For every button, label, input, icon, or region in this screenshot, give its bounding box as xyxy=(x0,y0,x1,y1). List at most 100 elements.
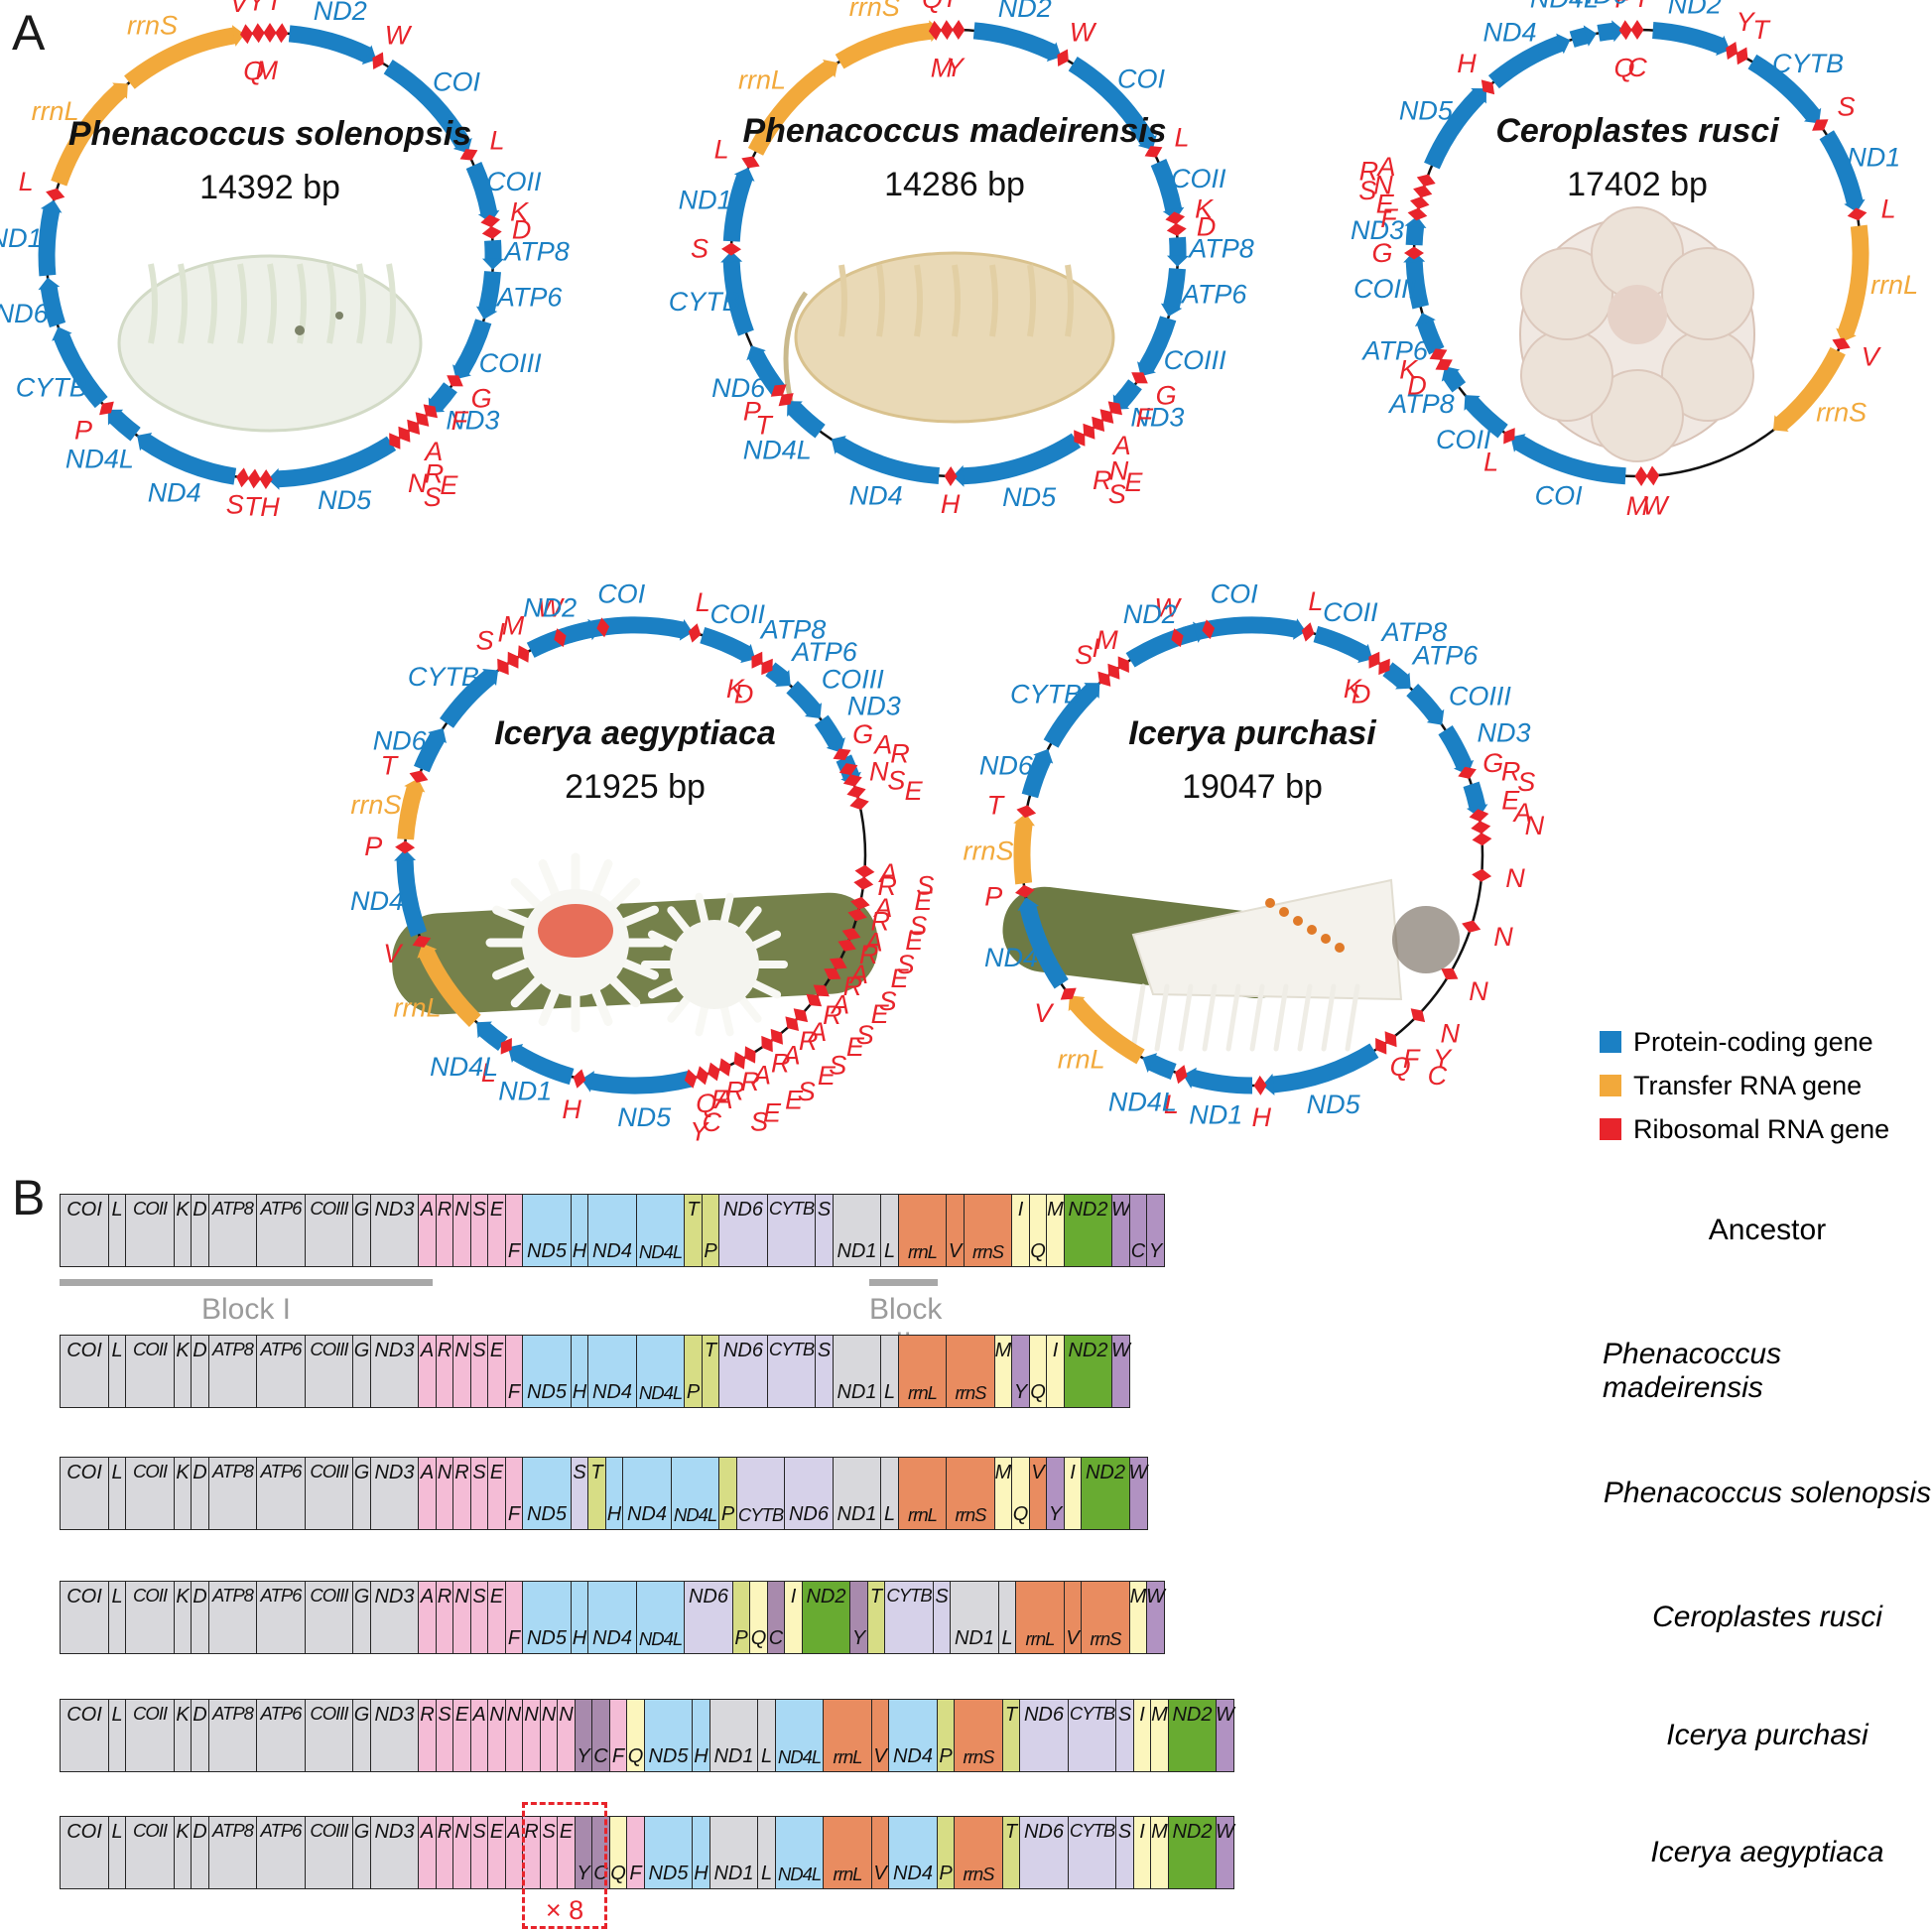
protein-gene-arc xyxy=(1438,724,1473,769)
trna-mark xyxy=(1646,465,1660,486)
genome-map: PIQCND2YTCYTBSND1LrrnLVrrnSWMCOILCOIIATP… xyxy=(1351,0,1918,521)
body-ridge xyxy=(386,263,396,344)
body-ridge xyxy=(148,263,158,344)
gene-cell-label: F xyxy=(507,1503,521,1525)
gene-cell: COII xyxy=(125,1335,175,1408)
gene-label: ND1 xyxy=(1189,1099,1242,1129)
row-species-name: Icerya aegyptiaca xyxy=(1650,1836,1884,1868)
orange-band-dot xyxy=(1335,943,1345,953)
gene-cell-label: ATP6 xyxy=(260,1820,303,1841)
body-ridge xyxy=(1027,264,1036,337)
gene-cell: rrnS xyxy=(954,1699,1003,1772)
protein-gene-arc xyxy=(788,402,826,439)
gene-label: rrnS xyxy=(963,836,1013,865)
gene-label: ND4 xyxy=(148,477,201,507)
arc-arrowhead xyxy=(1556,33,1571,55)
gene-cell-label: ND6 xyxy=(722,1340,763,1361)
rna-gene-arc xyxy=(124,27,236,89)
gene-cell-label: F xyxy=(629,1863,642,1884)
gene-cell-label: F xyxy=(507,1627,521,1649)
protein-gene-arc xyxy=(453,319,492,375)
trna-mark xyxy=(1435,358,1453,371)
gene-cell-label: COIII xyxy=(310,1703,348,1724)
gene-label: S xyxy=(829,1051,846,1081)
trna-mark xyxy=(1429,348,1448,360)
trna-mark xyxy=(1618,20,1632,41)
gene-cell-label: ND2 xyxy=(806,1586,846,1608)
gene-cell: ND4 xyxy=(888,1699,938,1772)
gene-label: K xyxy=(510,197,529,227)
trna-mark xyxy=(1117,656,1129,673)
gene-label: ND3 xyxy=(1351,215,1404,245)
gene-cell: COII xyxy=(125,1194,175,1267)
gene-cell: ND6 xyxy=(718,1194,768,1267)
trna-mark xyxy=(1107,663,1120,680)
trna-mark xyxy=(1175,1065,1188,1085)
gene-label: N xyxy=(1440,1018,1460,1048)
trna-mark xyxy=(398,426,411,443)
trna-mark xyxy=(500,1038,512,1055)
gene-label: R xyxy=(871,906,891,936)
trna-mark xyxy=(1099,409,1114,424)
trna-mark xyxy=(813,984,830,997)
protein-gene-arc xyxy=(1043,684,1098,748)
gene-cell-label: L xyxy=(883,1381,896,1403)
gene-cell-label: D xyxy=(193,1462,207,1483)
gene-cell-label: COI xyxy=(66,1462,102,1483)
gene-cell-label: D xyxy=(193,1586,207,1608)
gene-cell-label: ND6 xyxy=(788,1503,829,1525)
arc-arrowhead xyxy=(720,251,743,263)
gene-cell: ND3 xyxy=(369,1457,420,1530)
gene-cell: ND5 xyxy=(522,1194,572,1267)
gene-cell-label: K xyxy=(176,1462,190,1483)
gene-cell: N xyxy=(452,1194,471,1267)
protein-gene-arc xyxy=(478,1023,508,1051)
gene-cell: ATP6 xyxy=(256,1335,306,1408)
gene-cell-label: W xyxy=(1146,1586,1165,1608)
gene-label: CYTB xyxy=(669,287,740,317)
protein-gene-arc xyxy=(1487,35,1564,89)
gene-cell-label: rrnS xyxy=(963,1745,995,1767)
gene-cell-label: COIII xyxy=(310,1339,348,1359)
trna-mark xyxy=(1202,619,1216,640)
protein-gene-arc xyxy=(288,25,371,64)
gene-cell-label: ND2 xyxy=(1172,1704,1213,1726)
gene-cell-label: ATP6 xyxy=(260,1461,303,1481)
gene-label: ND6 xyxy=(711,373,766,403)
protein-gene-arc xyxy=(440,670,495,728)
gene-cell-label: ND2 xyxy=(1085,1462,1125,1483)
protein-gene-arc xyxy=(109,411,141,442)
gene-cell: ND4 xyxy=(888,1816,938,1889)
gene-cell-label: COIII xyxy=(310,1198,348,1219)
gene-cell-label: C xyxy=(768,1627,784,1649)
gene-label: T xyxy=(987,791,1006,821)
trna-mark xyxy=(1253,1075,1267,1095)
gene-label: ND3 xyxy=(1130,403,1184,433)
gene-cell: K xyxy=(173,1457,193,1530)
gene-label: A xyxy=(1111,431,1131,460)
trna-mark xyxy=(849,797,869,811)
gene-cell-label: V xyxy=(948,1240,963,1262)
gene-label: S xyxy=(887,766,905,796)
gene-cell: S xyxy=(469,1816,489,1889)
arc-arrowhead xyxy=(1084,683,1100,699)
gene-label: R xyxy=(1501,756,1521,786)
trna-mark xyxy=(751,651,763,669)
protein-gene-arc xyxy=(1382,662,1409,688)
gene-cell: ATP8 xyxy=(207,1457,258,1530)
gene-cell-label: ATP8 xyxy=(212,1198,254,1219)
gene-label: ND3 xyxy=(446,406,499,436)
gene-label: ND6 xyxy=(1574,0,1628,10)
gene-label: Q xyxy=(1390,1052,1411,1082)
wax-lobe xyxy=(1591,369,1684,462)
gene-label: ND3 xyxy=(1477,717,1530,747)
gene-cell: Q xyxy=(1028,1335,1048,1408)
gene-cell-label: P xyxy=(734,1627,748,1649)
gene-label: F xyxy=(710,1085,728,1114)
protein-gene-arc xyxy=(141,434,237,485)
gene-cell-label: S xyxy=(472,1586,486,1608)
gene-cell: F xyxy=(608,1699,628,1772)
gene-cell-label: M xyxy=(1151,1821,1168,1843)
protein-gene-arc xyxy=(512,1045,575,1086)
gene-cell-label: ATP6 xyxy=(260,1585,303,1606)
